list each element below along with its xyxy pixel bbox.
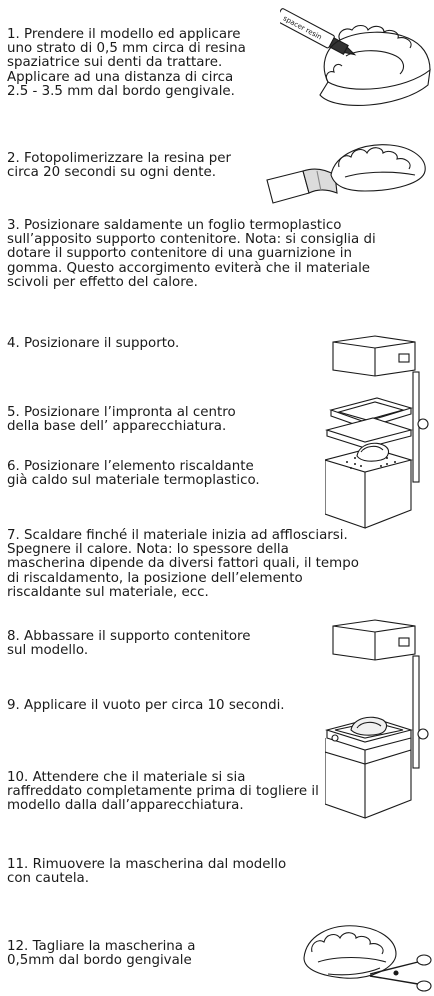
- resin-application-illustration: spacer resin: [280, 0, 432, 115]
- light-curing-illustration: [265, 135, 432, 205]
- step-9: 9. Applicare il vuoto per circa 10 secon…: [7, 698, 297, 713]
- step-2-number: 2.: [7, 151, 20, 166]
- step-3: 3. Posizionare saldamente un foglio term…: [7, 218, 377, 290]
- step-1-number: 1.: [7, 27, 20, 42]
- step-5-number: 5.: [7, 405, 20, 420]
- step-12-text: Tagliare la mascherina a 0,5mm dal bordo…: [7, 939, 196, 969]
- step-10: 10. Attendere che il materiale si sia ra…: [7, 770, 322, 814]
- step-11: 11. Rimuovere la mascherina dal modello …: [7, 857, 307, 887]
- step-8-text: Abbassare il supporto contenitore sul mo…: [7, 629, 251, 659]
- step-3-text: Posizionare saldamente un foglio termopl…: [7, 218, 376, 290]
- step-2-text: Fotopolimerizzare la resina per circa 20…: [7, 151, 232, 181]
- step-1: 1. Prendere il modello ed applicare uno …: [7, 27, 257, 99]
- dental-model-icon: [319, 24, 431, 107]
- step-7-number: 7.: [7, 528, 20, 543]
- dental-model-icon: [356, 721, 382, 729]
- scissors-icon: [369, 954, 432, 992]
- step-8: 8. Abbassare il supporto contenitore sul…: [7, 629, 262, 659]
- step-8-number: 8.: [7, 629, 20, 644]
- step-1-text: Prendere il modello ed applicare uno str…: [7, 27, 246, 99]
- step-10-text: Attendere che il materiale si sia raffre…: [7, 770, 319, 814]
- step-7: 7. Scaldare finché il materiale inizia a…: [7, 528, 362, 600]
- vacuum-former-closed-illustration: [325, 618, 432, 828]
- step-9-number: 9.: [7, 698, 20, 713]
- vacuum-former-open-illustration: [325, 332, 432, 542]
- step-9-text: Applicare il vuoto per circa 10 secondi.: [24, 698, 285, 713]
- step-2: 2. Fotopolimerizzare la resina per circa…: [7, 151, 252, 181]
- dental-model-icon: [303, 925, 397, 979]
- step-4-text: Posizionare il supporto.: [24, 336, 180, 351]
- step-7-text: Scaldare finché il materiale inizia ad a…: [7, 528, 359, 600]
- step-11-number: 11.: [7, 857, 29, 872]
- resin-pen-icon: spacer resin: [280, 8, 357, 56]
- dental-model-icon: [330, 144, 426, 192]
- step-11-text: Rimuovere la mascherina dal modello con …: [7, 857, 287, 887]
- step-12-number: 12.: [7, 939, 29, 954]
- step-5: 5. Posizionare l’impronta al centro dell…: [7, 405, 247, 435]
- step-10-number: 10.: [7, 770, 29, 785]
- step-6-text: Posizionare l’elemento riscaldante già c…: [7, 459, 260, 489]
- step-6-number: 6.: [7, 459, 20, 474]
- step-3-number: 3.: [7, 218, 20, 233]
- step-4: 4. Posizionare il supporto.: [7, 336, 267, 351]
- step-6: 6. Posizionare l’elemento riscaldante gi…: [7, 459, 267, 489]
- step-5-text: Posizionare l’impronta al centro della b…: [7, 405, 236, 435]
- trimming-illustration: [300, 918, 432, 994]
- step-4-number: 4.: [7, 336, 20, 351]
- step-12: 12. Tagliare la mascherina a 0,5mm dal b…: [7, 939, 237, 969]
